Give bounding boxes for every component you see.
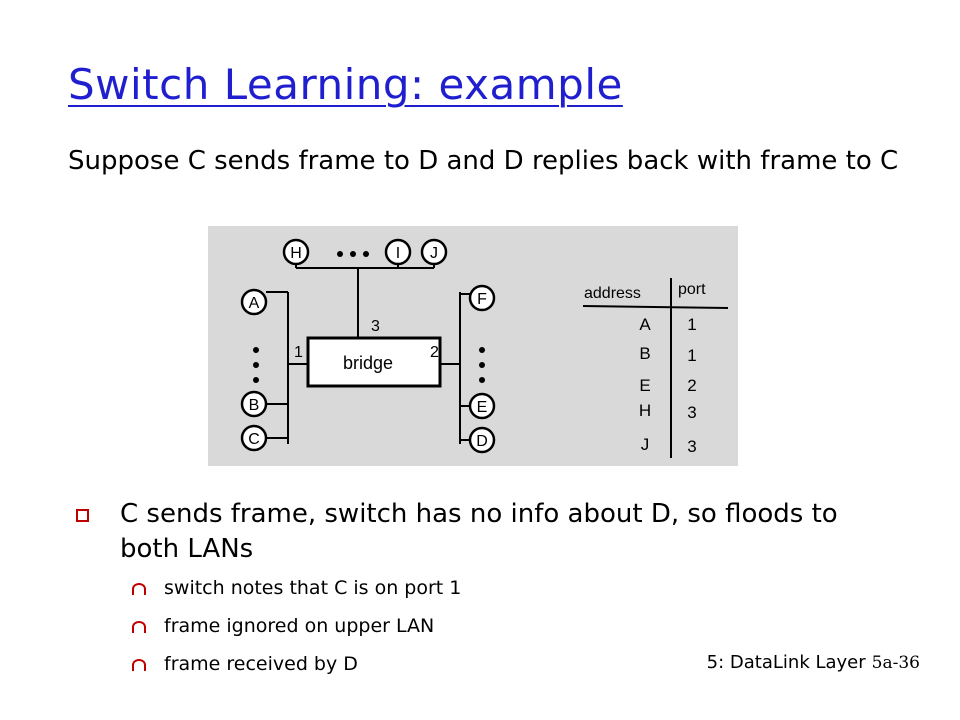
footer-section: 5: DataLink Layer: [706, 652, 866, 673]
host-c: C: [240, 424, 268, 452]
port-label-3: 3: [371, 318, 380, 335]
footer-page-number: 5a-36: [871, 653, 920, 673]
svg-text:B: B: [249, 397, 260, 414]
table-header-port: port: [678, 281, 706, 298]
host-d: D: [468, 426, 496, 454]
port-label-1: 1: [294, 344, 303, 361]
bridge-box: bridge: [306, 336, 442, 388]
arch-bullet-icon: [132, 621, 146, 633]
table-cell: 1: [687, 346, 696, 365]
svg-text:I: I: [396, 245, 400, 262]
svg-text:F: F: [477, 291, 487, 308]
table-cell: 3: [687, 403, 696, 422]
host-b: B: [240, 390, 268, 418]
svg-text:C: C: [248, 431, 260, 448]
table-cell: E: [639, 376, 650, 395]
table-cell: A: [639, 315, 651, 334]
svg-text:A: A: [249, 295, 260, 312]
ellipsis-dots-top: [337, 251, 369, 257]
host-e: E: [468, 392, 496, 420]
table-header-address: address: [584, 285, 641, 302]
sub-bullet: frame received by D: [68, 647, 888, 681]
svg-text:D: D: [476, 433, 488, 450]
host-i: I: [384, 238, 412, 266]
intro-text: Suppose C sends frame to D and D replies…: [68, 146, 899, 176]
network-diagram-svg: bridge 1 2 3 H I J A B C: [240, 238, 729, 458]
svg-text:J: J: [430, 245, 438, 262]
ellipsis-dots-right: [479, 347, 485, 383]
bullet-list: C sends frame, switch has no info about …: [68, 497, 888, 681]
port-label-2: 2: [430, 344, 439, 361]
arch-bullet-icon: [132, 659, 146, 671]
svg-text:H: H: [290, 245, 302, 262]
host-j: J: [420, 238, 448, 266]
sub-bullet: frame ignored on upper LAN: [68, 609, 888, 643]
slide-title: Switch Learning: example: [68, 60, 623, 109]
switch-table: address port A 1 B 1 E 2 H 3 J 3: [582, 278, 729, 458]
bullet-main: C sends frame, switch has no info about …: [68, 497, 888, 567]
square-bullet-icon: [76, 509, 89, 522]
arch-bullet-icon: [132, 583, 146, 595]
host-h: H: [282, 238, 310, 266]
table-cell: H: [639, 401, 651, 420]
table-cell: B: [639, 344, 650, 363]
host-f: F: [468, 284, 496, 312]
sub-bullet-text: switch notes that C is on port 1: [164, 577, 462, 599]
table-cell: J: [641, 435, 650, 454]
table-cell: 1: [687, 315, 696, 334]
bridge-label: bridge: [343, 353, 393, 373]
host-a: A: [240, 288, 268, 316]
svg-text:E: E: [477, 399, 488, 416]
network-diagram: bridge 1 2 3 H I J A B C: [208, 226, 738, 466]
sub-bullet-text: frame received by D: [164, 653, 358, 675]
sub-bullet: switch notes that C is on port 1: [68, 571, 888, 605]
table-cell: 3: [687, 437, 696, 456]
table-cell: 2: [687, 376, 696, 395]
sub-bullet-text: frame ignored on upper LAN: [164, 615, 435, 637]
bullet-main-text: C sends frame, switch has no info about …: [120, 499, 838, 564]
ellipsis-dots-left: [253, 347, 259, 383]
